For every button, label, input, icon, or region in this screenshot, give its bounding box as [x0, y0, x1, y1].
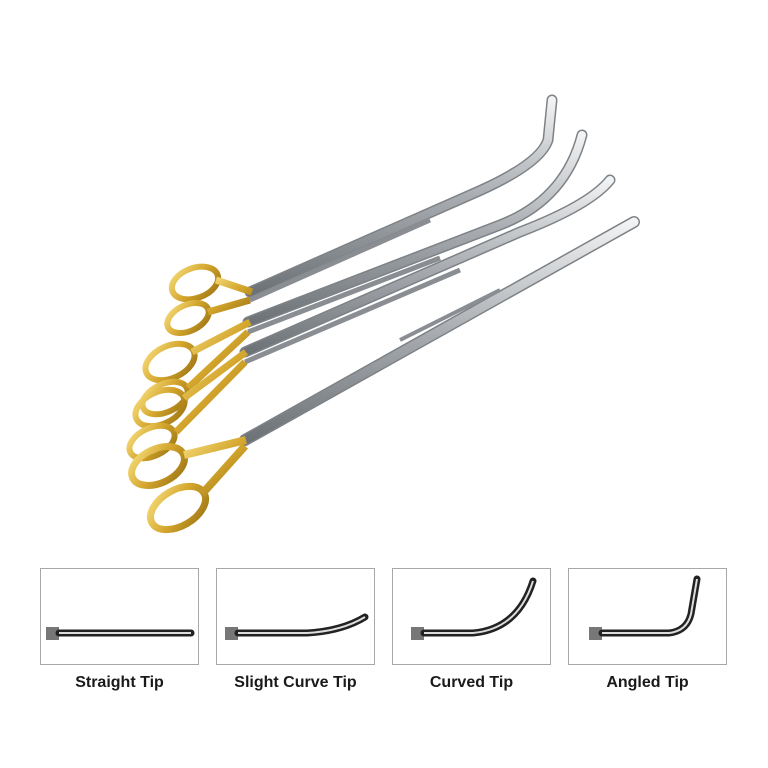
tip-label-angled: Angled Tip	[606, 674, 689, 691]
tip-label-curved: Curved Tip	[429, 674, 514, 691]
tip-thumbnail-curved	[392, 568, 551, 665]
tip-thumbnail-angled	[568, 568, 727, 665]
curved-tip-image	[411, 577, 537, 640]
straight-tip-image	[46, 627, 195, 640]
tip-thumbnail-straight	[40, 568, 199, 665]
tip-label-slight-curve: Slight Curve Tip	[234, 674, 357, 691]
tip-thumbnail-slight-curve	[216, 568, 375, 665]
angled-tip-image	[589, 575, 701, 640]
forceps-slight-curve	[126, 174, 616, 462]
forceps-straight	[128, 216, 640, 534]
forceps-product-image	[126, 94, 640, 534]
forceps-curved	[139, 129, 588, 418]
tip-label-straight: Straight Tip	[75, 674, 164, 691]
slight-curve-tip-image	[225, 613, 369, 640]
forceps-angled	[164, 94, 558, 337]
